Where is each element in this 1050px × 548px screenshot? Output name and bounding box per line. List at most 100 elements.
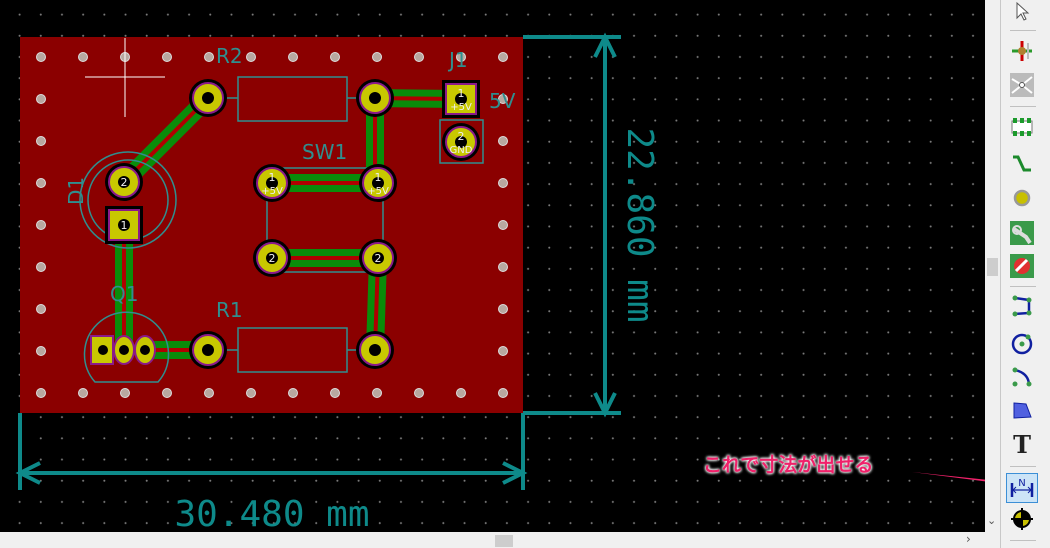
pad[interactable]: 1+5V bbox=[442, 80, 480, 118]
right-toolbar: T N bbox=[1000, 0, 1050, 548]
stitching-via bbox=[498, 220, 508, 230]
dimension-height-text: 22.860 mm bbox=[619, 127, 660, 322]
stitching-via bbox=[498, 262, 508, 272]
stitching-via bbox=[498, 178, 508, 188]
stitching-via bbox=[414, 388, 424, 398]
pad[interactable]: 2 bbox=[105, 163, 143, 201]
pad[interactable] bbox=[113, 335, 135, 365]
pad-number: 1 bbox=[375, 171, 382, 184]
pad-number: 2 bbox=[121, 176, 128, 189]
pad-number: 1 bbox=[269, 171, 276, 184]
route-track-icon[interactable] bbox=[1008, 150, 1036, 178]
stitching-via bbox=[204, 388, 214, 398]
stitching-via bbox=[36, 346, 46, 356]
stitching-via bbox=[372, 388, 382, 398]
pad[interactable] bbox=[356, 79, 394, 117]
ref-r1: R1 bbox=[216, 298, 243, 322]
dimension-width-text: 30.480 mm bbox=[174, 494, 369, 532]
r2-outline bbox=[237, 76, 348, 122]
stitching-via bbox=[162, 388, 172, 398]
scroll-right-icon[interactable]: › bbox=[966, 532, 971, 546]
ref-d1: D1 bbox=[64, 177, 88, 205]
pad[interactable] bbox=[356, 331, 394, 369]
stitching-via bbox=[498, 388, 508, 398]
j1-outline bbox=[439, 119, 484, 164]
pad-net-name: +5V bbox=[261, 186, 283, 197]
q1-outline bbox=[83, 311, 170, 383]
pad-number: 1 bbox=[458, 87, 465, 100]
copper-track[interactable] bbox=[117, 91, 215, 189]
add-zone-icon[interactable] bbox=[1008, 219, 1036, 247]
add-text-icon[interactable]: T bbox=[1013, 429, 1031, 459]
horizontal-scroll-thumb[interactable] bbox=[495, 535, 513, 547]
annotation-text: これで寸法が出せる bbox=[703, 454, 874, 476]
stitching-via bbox=[162, 52, 172, 62]
vertical-scroll-thumb[interactable] bbox=[987, 258, 998, 276]
pad[interactable] bbox=[134, 335, 156, 365]
stitching-via bbox=[78, 388, 88, 398]
pad-net-name: +5V bbox=[450, 102, 472, 113]
pad-net-name: +5V bbox=[367, 186, 389, 197]
stitching-via bbox=[246, 388, 256, 398]
pad-number: 2 bbox=[458, 130, 465, 143]
stitching-via bbox=[36, 178, 46, 188]
stitching-via bbox=[456, 388, 466, 398]
add-via-icon[interactable] bbox=[1008, 184, 1036, 212]
stitching-via bbox=[498, 304, 508, 314]
horizontal-scrollbar[interactable]: › bbox=[0, 532, 985, 548]
local-ratsnest-icon[interactable] bbox=[1008, 71, 1036, 99]
scroll-down-icon[interactable]: ⌄ bbox=[987, 514, 997, 527]
vertical-scrollbar[interactable]: ⌄ bbox=[985, 0, 1000, 532]
stitching-via bbox=[36, 136, 46, 146]
highlight-net-icon[interactable] bbox=[1008, 37, 1036, 65]
sw1-outline bbox=[266, 167, 384, 273]
pad[interactable]: 1+5V bbox=[359, 164, 397, 202]
ref-r2: R2 bbox=[216, 44, 243, 68]
draw-line-icon[interactable] bbox=[1008, 292, 1036, 320]
add-footprint-icon[interactable] bbox=[1008, 113, 1036, 141]
stitching-via bbox=[330, 52, 340, 62]
select-icon[interactable] bbox=[1008, 0, 1036, 25]
ref-j1: J1 bbox=[447, 48, 468, 72]
stitching-via bbox=[78, 52, 88, 62]
pad[interactable] bbox=[90, 335, 114, 365]
scroll-corner bbox=[985, 532, 1000, 548]
value-j1: 5V bbox=[489, 89, 516, 113]
draw-arc-icon[interactable] bbox=[1008, 363, 1036, 391]
stitching-via bbox=[36, 220, 46, 230]
pad[interactable]: 1+5V bbox=[253, 164, 291, 202]
annotation-arrow bbox=[912, 472, 985, 482]
stitching-via bbox=[204, 52, 214, 62]
pad-number: 2 bbox=[269, 252, 276, 265]
stitching-via bbox=[498, 52, 508, 62]
stitching-via bbox=[246, 52, 256, 62]
stitching-via bbox=[120, 388, 130, 398]
stitching-via bbox=[372, 52, 382, 62]
pad[interactable]: 2 bbox=[359, 239, 397, 277]
pad-number: 2 bbox=[375, 252, 382, 265]
stitching-via bbox=[456, 52, 466, 62]
add-keepout-icon[interactable] bbox=[1008, 252, 1036, 280]
stitching-via bbox=[498, 136, 508, 146]
draw-polygon-icon[interactable] bbox=[1008, 396, 1036, 424]
pad[interactable]: 1 bbox=[105, 206, 143, 244]
set-origin-icon[interactable] bbox=[1008, 505, 1036, 533]
stitching-via bbox=[36, 388, 46, 398]
stitching-via bbox=[36, 304, 46, 314]
stitching-via bbox=[498, 346, 508, 356]
stitching-via bbox=[288, 388, 298, 398]
ref-q1: Q1 bbox=[110, 282, 138, 306]
pad[interactable]: 2 bbox=[253, 239, 291, 277]
pad[interactable] bbox=[189, 331, 227, 369]
pad-number: 1 bbox=[121, 219, 128, 232]
ref-sw1: SW1 bbox=[302, 140, 347, 164]
add-dimension-icon[interactable]: N bbox=[1006, 473, 1038, 503]
draw-circle-icon[interactable] bbox=[1008, 330, 1036, 358]
stitching-via bbox=[498, 94, 508, 104]
stitching-via bbox=[330, 388, 340, 398]
d1-outline bbox=[79, 151, 177, 249]
pad[interactable] bbox=[189, 79, 227, 117]
